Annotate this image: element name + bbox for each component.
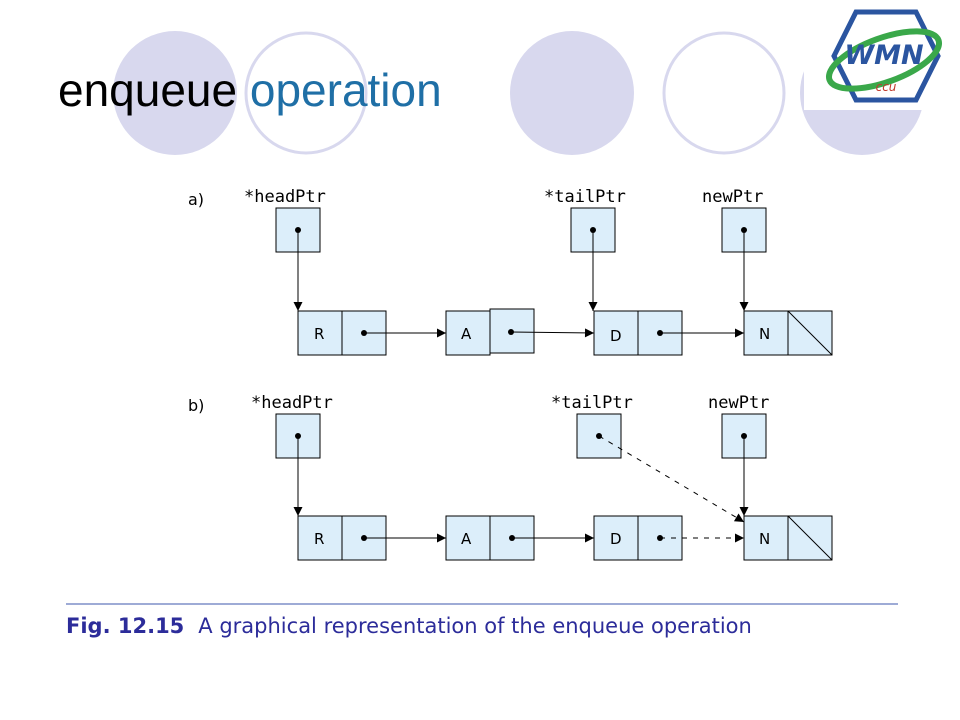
- node-value: R: [314, 530, 324, 548]
- node-value: D: [610, 530, 622, 548]
- panel-b-label: b): [188, 396, 204, 415]
- slide-title: enqueue operation: [58, 62, 442, 118]
- wmn-logo: WMN ccu: [825, 9, 943, 103]
- decor-circle: [113, 31, 237, 155]
- node-value: A: [461, 325, 472, 343]
- node-n: N: [743, 310, 833, 356]
- null-slash: [787, 515, 833, 561]
- node-r: R: [297, 515, 387, 561]
- node-d: D: [593, 515, 683, 561]
- node-value: N: [759, 325, 770, 343]
- pointer-label-newptr: newPtr: [708, 393, 769, 413]
- node-value: R: [314, 325, 324, 343]
- node-a: A: [445, 308, 535, 356]
- node-n: N: [743, 515, 833, 561]
- null-slash: [787, 310, 833, 356]
- node-value: A: [461, 530, 472, 548]
- title-part-1: enqueue: [58, 64, 238, 116]
- link-a-d: [510, 328, 595, 338]
- node-value: D: [610, 327, 622, 345]
- pointer-label-tailptr: *tailPtr: [551, 393, 633, 413]
- pointer-label-headptr: *headPtr: [244, 187, 326, 207]
- panel-b: b) *headPtr *tailPtr newPtr R: [188, 393, 833, 561]
- pointer-label-tailptr: *tailPtr: [544, 187, 626, 207]
- figure-caption-text: A graphical representation of the enqueu…: [198, 614, 752, 638]
- decor-circle: [662, 31, 786, 155]
- panel-a-label: a): [188, 190, 204, 209]
- figure-caption: Fig. 12.15 A graphical representation of …: [66, 614, 752, 638]
- logo-text: WMN: [844, 40, 924, 71]
- figure-number: Fig. 12.15: [66, 614, 185, 638]
- pointer-label-newptr: newPtr: [702, 187, 763, 207]
- title-part-2: operation: [249, 64, 442, 116]
- node-d: D: [593, 310, 683, 356]
- node-value: N: [759, 530, 770, 548]
- panel-a: a) *headPtr *tailPtr newPtr R: [188, 187, 833, 356]
- logo-subtext: ccu: [876, 80, 897, 94]
- pointer-label-headptr: *headPtr: [251, 393, 333, 413]
- decor-circle: [244, 31, 368, 155]
- decor-circle: [510, 31, 634, 155]
